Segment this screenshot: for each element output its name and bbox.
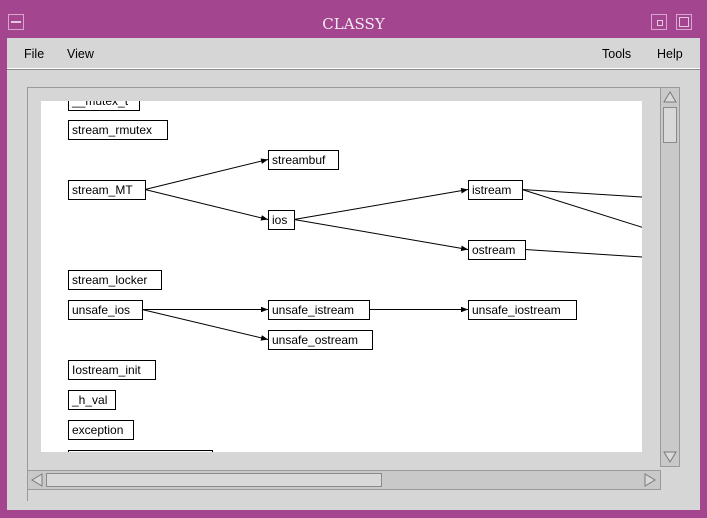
class-node-box [68,180,146,200]
class-node-streambuf[interactable]: streambuf [268,150,339,170]
class-graph: __mutex_t stream_rmutex streambuf stream_MT… [68,101,642,453]
class-node-mutex-t[interactable]: __mutex_t [68,101,140,111]
class-node-istream[interactable]: istream [468,180,523,200]
class-node-box [68,270,162,290]
menu-bar: File View Tools Help [7,38,700,69]
edge-ostream-to-offscreen_3 [524,249,642,258]
edge-stream_MT-to-ios [144,189,269,221]
class-node-box [468,300,577,320]
class-node-ios[interactable]: ios [268,210,295,230]
class-node-box [68,420,134,440]
scroll-left-arrow-icon[interactable] [29,472,45,488]
class-node-unsafe-iostream[interactable]: unsafe_iostream [468,300,577,320]
edge-stream_MT-to-streambuf [144,158,269,190]
menu-tools[interactable]: Tools [602,47,632,61]
edge-istream-to-offscreen_1 [521,189,642,198]
edge-istream-to-offscreen_2 [521,189,642,228]
window-title: CLASSY [322,15,385,33]
class-node-h-val[interactable]: _h_val [68,390,116,410]
class-node-label: unsafe_iostream [472,303,561,317]
maximize-button[interactable] [676,14,692,30]
class-node-label: unsafe_ios [72,303,130,317]
class-node-box [68,101,140,111]
horizontal-scrollbar[interactable] [27,470,661,490]
class-node-box [68,300,143,320]
scroll-right-arrow-icon[interactable] [642,472,658,488]
class-node-label: __mutex_t [71,101,129,108]
class-node-label: istream [472,183,511,197]
title-bar[interactable]: CLASSY [6,8,701,38]
class-node-stream-locker[interactable]: stream_locker [68,270,162,290]
class-node-box [68,390,116,410]
class-node-label: streambuf [272,153,326,167]
class-node-label: unsafe_ostream [272,333,358,347]
class-node-unsafe-istream[interactable]: unsafe_istream [268,300,370,320]
class-node-cut-bottom[interactable] [68,450,213,453]
graph-frame [27,87,666,501]
class-node-label: _h_val [71,393,107,407]
class-node-label: stream_locker [72,273,147,287]
scroll-up-arrow-icon[interactable] [662,89,678,105]
class-node-stream-rmutex[interactable]: stream_rmutex [68,120,168,140]
class-node-box [268,300,370,320]
vertical-scrollbar[interactable] [660,87,680,467]
menu-help[interactable]: Help [657,47,683,61]
class-node-label: unsafe_istream [272,303,354,317]
vertical-scroll-thumb[interactable] [663,107,677,143]
class-node-stream-mt[interactable]: stream_MT [68,180,146,200]
scroll-down-arrow-icon[interactable] [662,449,678,465]
class-graph-canvas[interactable]: __mutex_t stream_rmutex streambuf stream_MT… [41,101,642,452]
class-node-box [268,210,295,230]
class-node-box [68,360,156,380]
menu-file[interactable]: File [24,47,45,61]
class-node-box [268,150,339,170]
class-node-box [68,120,168,140]
menu-view[interactable]: View [67,47,94,61]
edge-ios-to-ostream [293,219,469,252]
class-node-unsafe-ios[interactable]: unsafe_ios [68,300,143,320]
window-client-area: File View Tools Help __mutex_t stream_rmu… [7,38,700,510]
horizontal-scroll-thumb[interactable] [46,473,382,487]
class-node-ostream[interactable]: ostream [468,240,526,260]
window-menu-button[interactable] [8,14,24,30]
minimize-button[interactable] [651,14,667,30]
class-node-label: stream_MT [72,183,133,197]
class-node-label: ios [272,213,287,227]
class-node-box [468,240,526,260]
class-node-unsafe-ostream[interactable]: unsafe_ostream [268,330,373,350]
class-node-box [468,180,523,200]
class-node-box [68,450,213,452]
class-node-exception[interactable]: exception [68,420,134,440]
edge-ios-to-istream [293,187,469,220]
class-node-box [268,330,373,350]
class-node-label: Iostream_init [72,363,141,377]
class-node-iostream-init[interactable]: Iostream_init [68,360,156,380]
class-node-label: stream_rmutex [72,123,152,137]
class-node-label: ostream [472,243,515,257]
class-node-label: exception [72,423,123,437]
edge-unsafe_ios-to-unsafe_ostream [141,309,269,341]
